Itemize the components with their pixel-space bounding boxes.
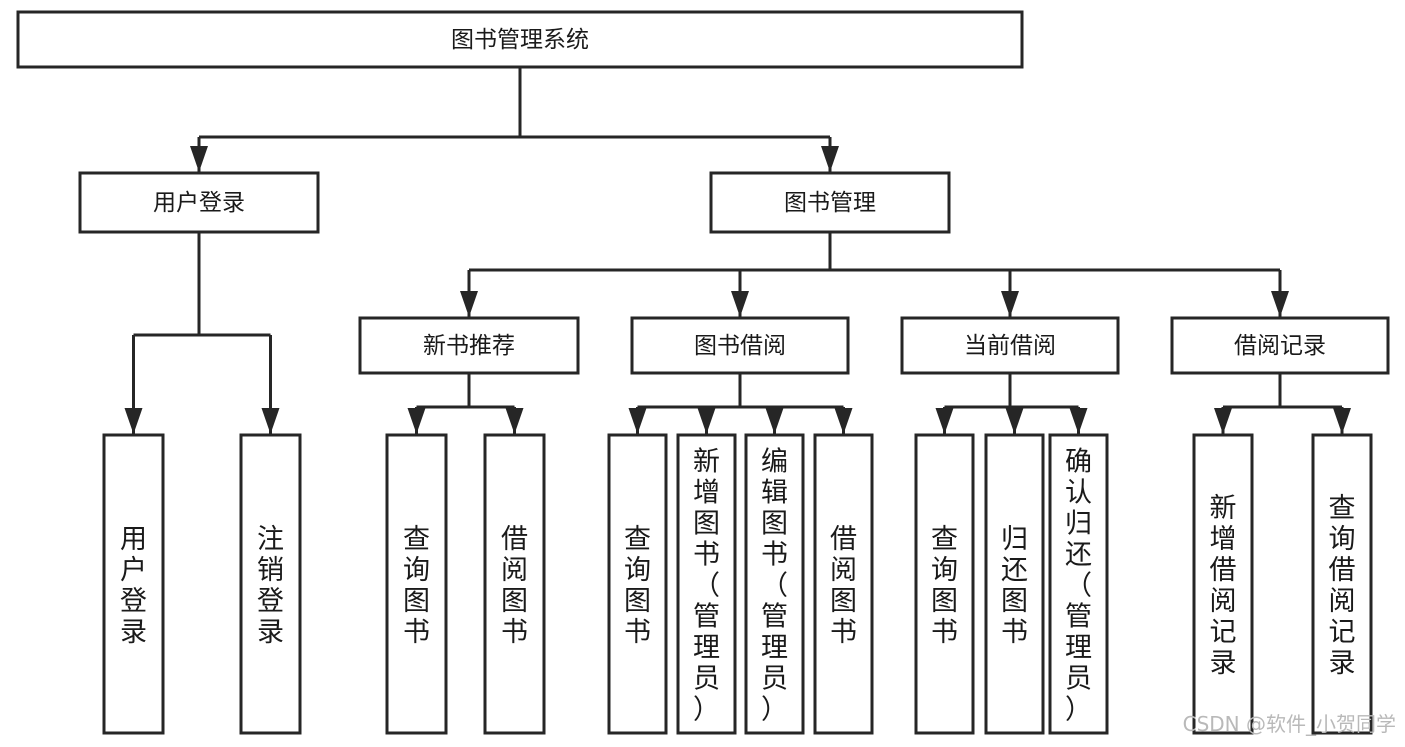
connector-lines bbox=[124, 67, 1351, 434]
node-root-box[interactable] bbox=[16, 10, 1024, 69]
node-leaf-add-book[interactable]: 新增图书（管理员） bbox=[676, 433, 737, 735]
arrow-head-icon bbox=[261, 408, 280, 434]
node-leaf-query-book-1-box[interactable] bbox=[385, 433, 448, 735]
node-leaf-add-book-box[interactable] bbox=[676, 433, 737, 735]
node-leaf-edit-book-box[interactable] bbox=[744, 433, 805, 735]
node-leaf-borrow-book-1[interactable]: 借阅图书 bbox=[483, 433, 546, 735]
node-book-borrow-box[interactable] bbox=[630, 316, 850, 375]
arrow-head-icon bbox=[697, 408, 716, 434]
node-leaf-query-record-box[interactable] bbox=[1311, 433, 1373, 735]
node-leaf-borrow-book-2-box[interactable] bbox=[813, 433, 874, 735]
node-leaf-query-book-1[interactable]: 查询图书 bbox=[385, 433, 448, 735]
node-leaf-query-book-1-label: 查询图书 bbox=[403, 524, 430, 648]
arrow-head-icon bbox=[765, 408, 784, 434]
node-new-book-recommend-label: 新书推荐 bbox=[423, 333, 515, 359]
node-leaf-return-book-box[interactable] bbox=[984, 433, 1045, 735]
arrow-head-icon bbox=[628, 408, 647, 434]
csdn-watermark: CSDN @软件_小贺同学 bbox=[1183, 712, 1396, 736]
arrow-head-icon bbox=[834, 408, 853, 434]
arrow-head-icon bbox=[505, 408, 524, 434]
node-leaf-edit-book[interactable]: 编辑图书（管理员） bbox=[744, 433, 805, 735]
arrow-head-icon bbox=[1214, 408, 1232, 434]
node-leaf-confirm-return-box[interactable] bbox=[1048, 433, 1109, 735]
node-leaf-user-login[interactable]: 用户登录 bbox=[102, 433, 165, 735]
node-leaf-query-book-3-label: 查询图书 bbox=[931, 524, 958, 648]
node-user-login[interactable]: 用户登录 bbox=[78, 171, 320, 234]
node-new-book-recommend[interactable]: 新书推荐 bbox=[358, 316, 580, 375]
node-leaf-logout[interactable]: 注销登录 bbox=[239, 433, 302, 735]
node-book-manage[interactable]: 图书管理 bbox=[709, 171, 951, 234]
arrow-head-icon bbox=[407, 408, 426, 434]
arrow-head-icon bbox=[1005, 408, 1024, 434]
node-book-borrow-label: 图书借阅 bbox=[694, 333, 786, 359]
node-book-manage-box[interactable] bbox=[709, 171, 951, 234]
node-leaf-query-record-label: 查询借阅记录 bbox=[1329, 493, 1356, 679]
node-leaf-query-book-2[interactable]: 查询图书 bbox=[607, 433, 668, 735]
arrow-head-icon bbox=[190, 146, 208, 172]
node-leaf-borrow-book-1-box[interactable] bbox=[483, 433, 546, 735]
node-boxes: 图书管理系统用户登录图书管理新书推荐图书借阅当前借阅借阅记录用户登录注销登录查询… bbox=[16, 10, 1390, 735]
node-leaf-confirm-return[interactable]: 确认归还（管理员） bbox=[1048, 433, 1109, 735]
node-user-login-box[interactable] bbox=[78, 171, 320, 234]
node-borrow-record[interactable]: 借阅记录 bbox=[1170, 316, 1390, 375]
node-leaf-return-book[interactable]: 归还图书 bbox=[984, 433, 1045, 735]
node-leaf-borrow-book-2-label: 借阅图书 bbox=[830, 524, 857, 648]
node-root[interactable]: 图书管理系统 bbox=[16, 10, 1024, 69]
node-leaf-add-record-box[interactable] bbox=[1192, 433, 1254, 735]
node-leaf-add-record[interactable]: 新增借阅记录 bbox=[1192, 433, 1254, 735]
node-leaf-query-book-3-box[interactable] bbox=[914, 433, 975, 735]
node-leaf-borrow-book-1-label: 借阅图书 bbox=[501, 524, 528, 648]
arrow-head-icon bbox=[460, 291, 478, 317]
arrow-head-icon bbox=[1333, 408, 1351, 434]
arrow-head-icon bbox=[1271, 291, 1289, 317]
node-leaf-edit-book-label: 编辑图书（管理员） bbox=[761, 447, 788, 726]
node-current-borrow-box[interactable] bbox=[900, 316, 1120, 375]
node-leaf-query-record[interactable]: 查询借阅记录 bbox=[1311, 433, 1373, 735]
node-leaf-add-book-label: 新增图书（管理员） bbox=[693, 447, 720, 726]
node-new-book-recommend-box[interactable] bbox=[358, 316, 580, 375]
arrow-head-icon bbox=[731, 291, 749, 317]
node-leaf-logout-box[interactable] bbox=[239, 433, 302, 735]
node-leaf-confirm-return-label: 确认归还（管理员） bbox=[1065, 447, 1092, 726]
arrow-head-icon bbox=[124, 408, 143, 434]
node-leaf-borrow-book-2[interactable]: 借阅图书 bbox=[813, 433, 874, 735]
node-root-label: 图书管理系统 bbox=[451, 27, 589, 53]
arrow-head-icon bbox=[1001, 291, 1019, 317]
node-current-borrow[interactable]: 当前借阅 bbox=[900, 316, 1120, 375]
node-borrow-record-label: 借阅记录 bbox=[1234, 333, 1326, 359]
node-leaf-user-login-label: 用户登录 bbox=[120, 524, 147, 648]
node-book-borrow[interactable]: 图书借阅 bbox=[630, 316, 850, 375]
node-leaf-logout-label: 注销登录 bbox=[257, 524, 284, 648]
node-current-borrow-label: 当前借阅 bbox=[964, 333, 1056, 359]
node-leaf-query-book-2-box[interactable] bbox=[607, 433, 668, 735]
arrow-head-icon bbox=[935, 408, 954, 434]
node-borrow-record-box[interactable] bbox=[1170, 316, 1390, 375]
node-leaf-add-record-label: 新增借阅记录 bbox=[1210, 493, 1237, 679]
node-leaf-return-book-label: 归还图书 bbox=[1001, 524, 1028, 648]
node-user-login-label: 用户登录 bbox=[153, 190, 245, 216]
node-book-manage-label: 图书管理 bbox=[784, 190, 876, 216]
arrow-head-icon bbox=[821, 146, 839, 172]
arrow-head-icon bbox=[1069, 408, 1088, 434]
node-leaf-query-book-2-label: 查询图书 bbox=[624, 524, 651, 648]
node-leaf-query-book-3[interactable]: 查询图书 bbox=[914, 433, 975, 735]
node-leaf-user-login-box[interactable] bbox=[102, 433, 165, 735]
